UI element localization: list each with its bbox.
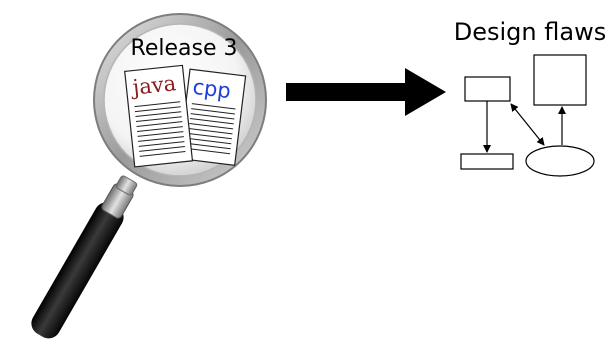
lens-label: Release 3 [131,36,238,61]
diagram-box-top-left [464,76,511,102]
magnifying-glass-icon: Release 3 cpp [31,13,267,339]
diagram-box-bottom-left [460,153,514,170]
design-flaws-title: Design flaws [454,18,606,46]
cpp-label: cpp [191,75,232,103]
magnifier-handle [31,202,124,339]
transform-arrow-icon [286,68,446,116]
java-document-icon: java [124,64,194,168]
design-diagram [460,54,595,177]
java-label: java [129,71,178,100]
diagram-box-large [533,54,587,106]
diagram-arrow-bidirectional [510,103,545,146]
diagram-ellipse [525,145,595,177]
